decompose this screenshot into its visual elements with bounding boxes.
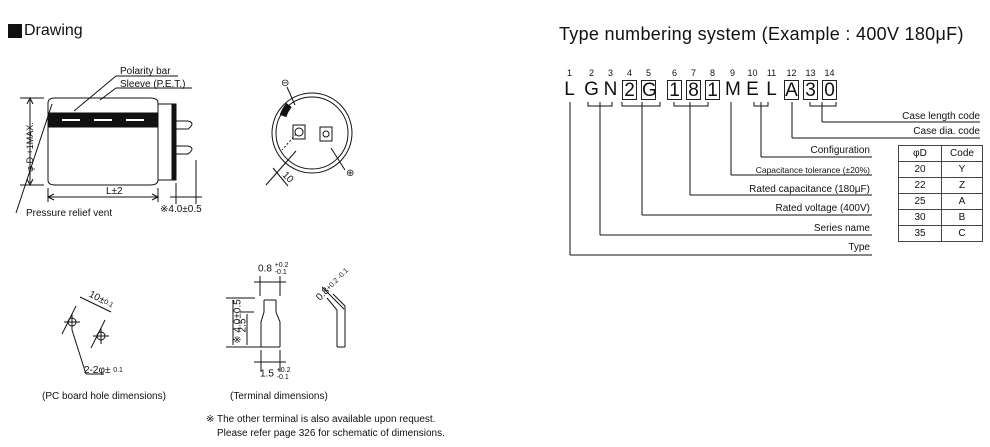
type-code-character: G (584, 79, 599, 100)
table-header-phid: φD (898, 145, 942, 162)
terminal-width-top-tol: +0.2-0.1 (275, 262, 289, 276)
legend-series-name: Series name (813, 223, 870, 234)
type-code-position-number: 13 (805, 68, 816, 78)
drawing-heading-text: Drawing (24, 22, 83, 39)
table-cell: B (941, 209, 983, 226)
drawing-heading: Drawing (8, 22, 83, 40)
terminal-width-bottom-label: 1.5 +0.2-0.1 (260, 367, 291, 381)
table-cell: 35 (898, 225, 942, 242)
terminal-side-view (321, 286, 346, 348)
terminal-width-top-value: 0.8 (258, 263, 272, 275)
terminal-front-view (226, 276, 286, 372)
minus-terminal-icon: ⊖ (281, 78, 290, 89)
type-code-position-number: 9 (729, 68, 735, 78)
legend-type: Type (848, 242, 870, 253)
type-code-character: 0 (822, 80, 837, 101)
table-header-code: Code (941, 145, 983, 162)
plus-terminal-icon: ⊕ (346, 168, 355, 179)
type-code-character: G (641, 80, 657, 101)
tol-plus: +0.2 (274, 262, 289, 269)
legend-case-dia-code: Case dia. code (913, 126, 980, 137)
type-code-character: N (603, 79, 618, 100)
type-code-leaders (569, 102, 980, 256)
drawing-diagram (15, 75, 353, 375)
type-code-position-number: 2 (588, 68, 594, 78)
legend-case-length-code: Case length code (902, 111, 980, 122)
table-cell: 25 (898, 193, 942, 210)
terminal-width-top-label: 0.8 +0.2-0.1 (258, 262, 289, 276)
pc-board-hole-tol: 0.1 (113, 366, 123, 374)
note-line-1: ※ The other terminal is also available u… (206, 414, 436, 425)
legend-configuration: Configuration (810, 145, 870, 156)
type-code-position-number: 4 (626, 68, 632, 78)
type-code-position-number: 8 (709, 68, 715, 78)
tol-minus: -0.1 (276, 374, 289, 381)
type-code-character: A (784, 80, 799, 101)
table-cell: A (941, 193, 983, 210)
type-code-position-number: 12 (786, 68, 797, 78)
type-code-position-number: 3 (607, 68, 613, 78)
type-code-position-number: 5 (645, 68, 651, 78)
type-code-character: M (725, 79, 741, 100)
legend-rated-capacitance: Rated capacitance (180μF) (749, 184, 870, 195)
type-code-position-number: 10 (747, 68, 758, 78)
pc-board-hole-label: 2-2φ± 0.1 (84, 365, 123, 376)
type-code-character: 2 (622, 80, 637, 101)
type-code-position-number: 14 (824, 68, 835, 78)
table-cell: 20 (898, 161, 942, 178)
table-cell: Z (941, 177, 983, 194)
terminal-width-bottom-value: 1.5 (260, 368, 274, 380)
table-cell: 30 (898, 209, 942, 226)
type-code-character: 3 (803, 80, 818, 101)
lead-length-label: ※4.0±0.5 (160, 204, 202, 215)
heading-square-bullet (8, 24, 22, 38)
note-line-2: Please refer page 326 for schematic of d… (217, 428, 445, 439)
polarity-bar-label: Polarity bar (120, 66, 171, 77)
legend-capacitance-tolerance: Capacitance tolerance (±20%) (755, 165, 870, 175)
pc-board-caption: (PC board hole dimensions) (42, 391, 166, 402)
table-cell: 22 (898, 177, 942, 194)
tol-plus: +0.2 (276, 367, 291, 374)
type-code-character: L (766, 79, 777, 100)
table-header-row: φD Code (898, 145, 983, 162)
type-code-position-number: 1 (566, 68, 572, 78)
terminal-width-bottom-tol: +0.2-0.1 (277, 367, 291, 381)
terminal-inner-label: 2.5 (237, 318, 249, 333)
type-code-character: E (746, 79, 759, 100)
tol-minus: -0.1 (274, 269, 287, 276)
pc-board-holes (61, 296, 112, 375)
legend-rated-voltage: Rated voltage (400V) (775, 203, 870, 214)
sleeve-label: Sleeve (P.E.T.) (120, 79, 186, 90)
type-numbering-heading: Type numbering system (Example : 400V 18… (559, 24, 964, 44)
table-cell: Y (941, 161, 983, 178)
type-code-character: L (564, 79, 575, 100)
table-cell: C (941, 225, 983, 242)
pressure-relief-vent-label: Pressure relief vent (26, 208, 113, 219)
type-code-position-number: 7 (690, 68, 696, 78)
phi-d-label: φ D +1MAX. (25, 122, 35, 172)
terminal-caption: (Terminal dimensions) (230, 391, 328, 402)
type-code-position-number: 6 (671, 68, 677, 78)
capacitor-side-view (15, 75, 202, 214)
capacitor-top-view (265, 86, 353, 187)
type-code-position-number: 11 (766, 68, 777, 78)
type-code-character: 1 (667, 80, 682, 101)
type-code-character: 8 (686, 80, 701, 101)
length-label: L±2 (106, 186, 123, 197)
pc-board-hole-value: 2-2φ± (84, 365, 114, 376)
type-code-character: 1 (705, 80, 720, 101)
